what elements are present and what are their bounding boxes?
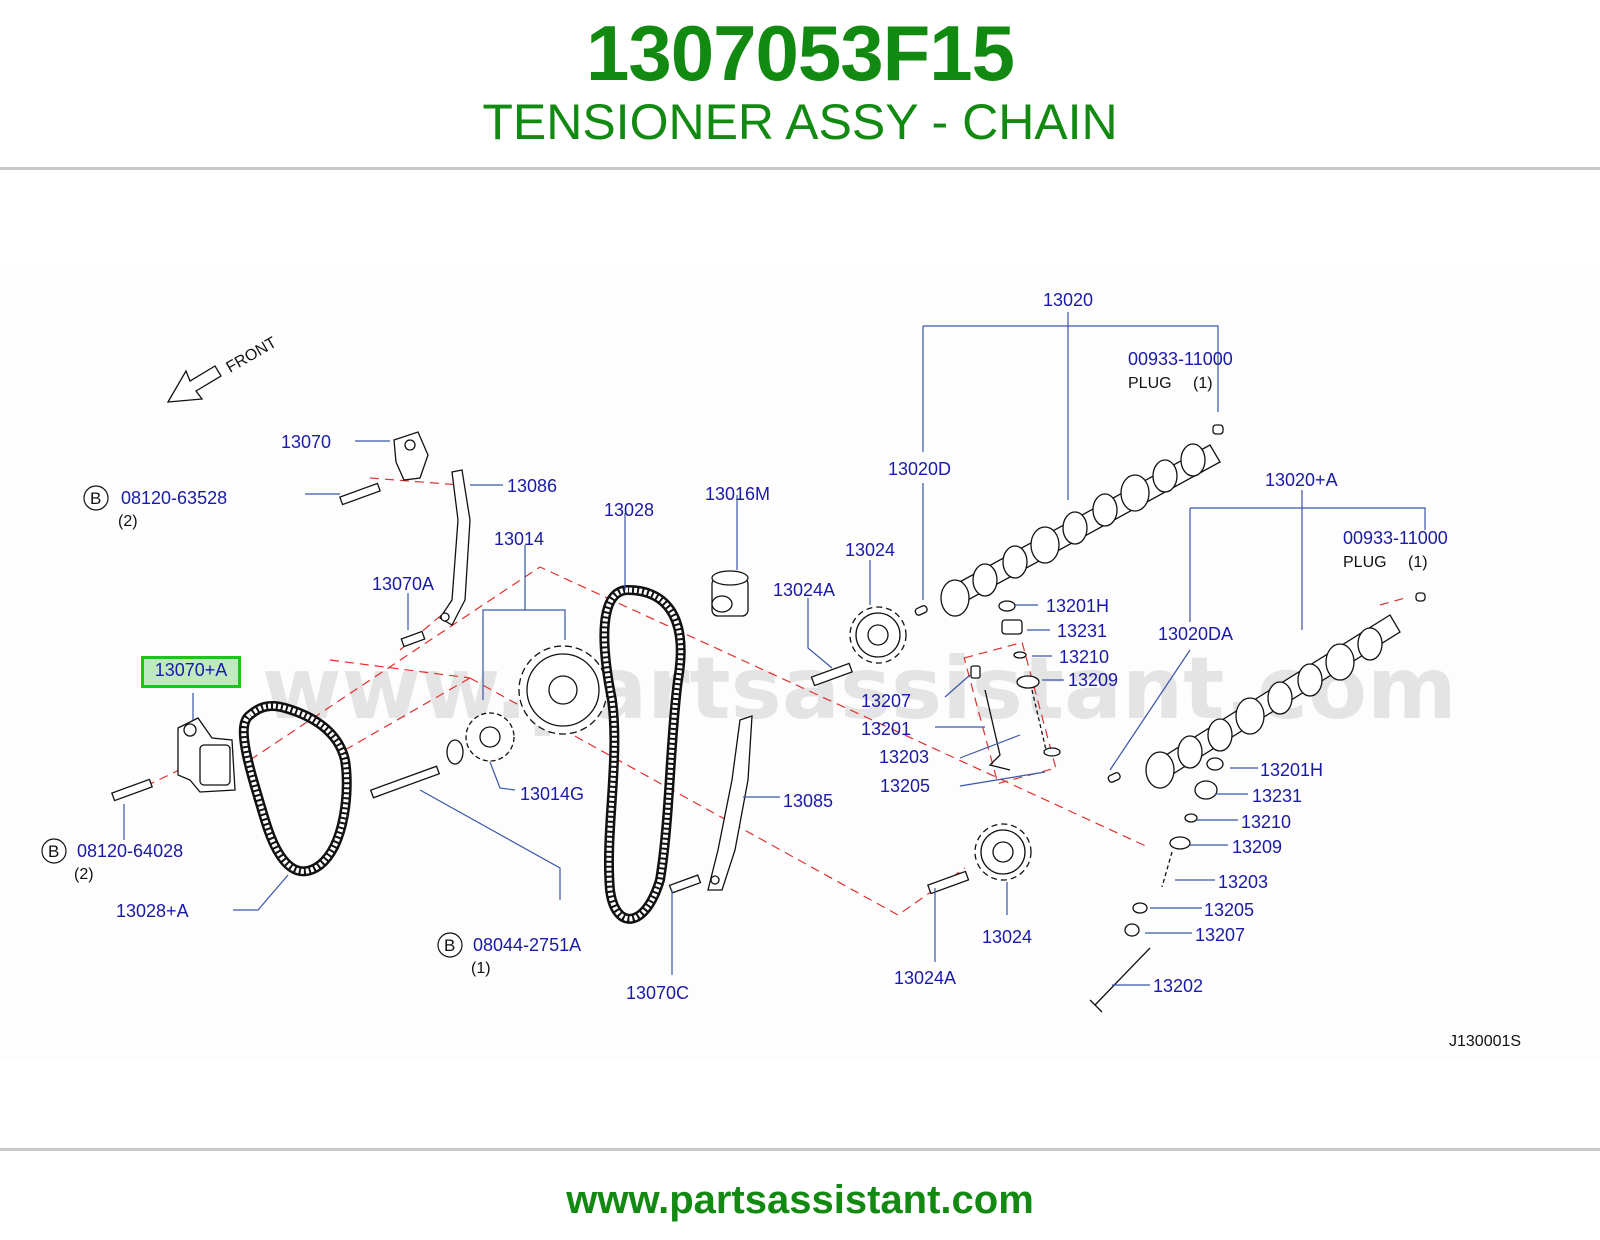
label-13231-b: 13231 xyxy=(1252,786,1302,806)
label-plug-a: PLUG xyxy=(1128,375,1172,392)
camshaft-lower xyxy=(1107,592,1426,789)
camshaft-upper xyxy=(914,424,1224,617)
label-qty-plug-b: (1) xyxy=(1408,554,1428,571)
label-13020plusa: 13020+A xyxy=(1265,470,1338,490)
label-13210-b: 13210 xyxy=(1241,812,1291,832)
bolt-marker-63528: B xyxy=(83,485,109,511)
label-13070: 13070 xyxy=(281,432,331,452)
front-label: FRONT xyxy=(224,334,280,376)
diagram-drawing: www.partsassistant.com FRONT xyxy=(41,290,1521,1050)
label-13020da: 13020DA xyxy=(1158,624,1233,644)
part-number-title: 1307053F15 xyxy=(585,9,1015,97)
bolt-marker-64028: B xyxy=(41,838,67,864)
diagram-reference-code: J130001S xyxy=(1449,1033,1521,1050)
valve-group-lower xyxy=(1089,757,1224,1013)
footer-website-link[interactable]: www.partsassistant.com xyxy=(566,1178,1034,1222)
part-name-subtitle: TENSIONER ASSY - CHAIN xyxy=(482,94,1118,150)
sprocket-13024-lower xyxy=(974,823,1032,881)
label-13201: 13201 xyxy=(861,719,911,739)
label-13210-a: 13210 xyxy=(1059,647,1109,667)
label-13028plusa: 13028+A xyxy=(116,901,189,921)
label-13201h-a: 13201H xyxy=(1046,596,1109,616)
label-13207-b: 13207 xyxy=(1195,925,1245,945)
footer-divider xyxy=(0,1148,1600,1151)
label-13020d: 13020D xyxy=(888,459,951,479)
chain-guide-13085 xyxy=(707,715,753,891)
tensioner-13070a-highlighted xyxy=(177,717,236,793)
label-13070a: 13070A xyxy=(372,574,434,594)
highlighted-part-label[interactable]: 13070+A xyxy=(154,660,228,680)
chain-guide-13086 xyxy=(439,469,471,626)
label-13020: 13020 xyxy=(1043,290,1093,310)
sprocket-13024-upper xyxy=(849,606,907,664)
highlighted-part-box[interactable] xyxy=(141,656,241,688)
label-13202: 13202 xyxy=(1153,976,1203,996)
timing-chain-13028a xyxy=(238,701,352,877)
svg-text:B: B xyxy=(90,489,101,508)
label-13209-a: 13209 xyxy=(1068,670,1118,690)
label-13205-b: 13205 xyxy=(1204,900,1254,920)
label-13205-a: 13205 xyxy=(880,776,930,796)
label-plug-b: PLUG xyxy=(1343,554,1387,571)
label-13203-b: 13203 xyxy=(1218,872,1268,892)
label-13024a-top: 13024A xyxy=(773,580,835,600)
tensioner-13070 xyxy=(393,431,429,481)
label-08120-63528: 08120-63528 xyxy=(121,488,227,508)
label-qty-plug-a: (1) xyxy=(1193,375,1213,392)
svg-text:B: B xyxy=(444,936,455,955)
label-13014g: 13014G xyxy=(520,784,584,804)
label-00933-b: 00933-11000 xyxy=(1343,528,1448,548)
label-08044-2751a: 08044-2751A xyxy=(473,935,581,955)
bolt-marker-08044: B xyxy=(437,932,463,958)
label-13203-a: 13203 xyxy=(879,747,929,767)
bolts xyxy=(111,482,970,895)
label-13086: 13086 xyxy=(507,476,557,496)
label-13201h-b: 13201H xyxy=(1260,760,1323,780)
label-13209-b: 13209 xyxy=(1232,837,1282,857)
label-13016m: 13016M xyxy=(705,484,770,504)
label-13070c: 13070C xyxy=(626,983,689,1003)
front-arrow-icon xyxy=(166,365,222,403)
header-divider xyxy=(0,167,1600,170)
label-qty-08044: (1) xyxy=(471,960,491,977)
label-13231-a: 13231 xyxy=(1057,621,1107,641)
label-13207-a: 13207 xyxy=(861,691,911,711)
bushing-13016m xyxy=(711,570,749,617)
label-qty-64028: (2) xyxy=(74,866,94,883)
label-13024a-bot: 13024A xyxy=(894,968,956,988)
sprocket-13014 xyxy=(518,645,608,735)
parts-diagram: www.partsassistant.com FRONT xyxy=(0,270,1600,1060)
leader-lines xyxy=(123,312,1426,986)
label-13024-top: 13024 xyxy=(845,540,895,560)
label-08120-64028: 08120-64028 xyxy=(77,841,183,861)
label-00933-a: 00933-11000 xyxy=(1128,349,1233,369)
label-13024-bot: 13024 xyxy=(982,927,1032,947)
label-13028: 13028 xyxy=(604,500,654,520)
svg-text:B: B xyxy=(48,842,59,861)
valve-group-upper xyxy=(970,600,1061,771)
timing-chain-13028 xyxy=(599,585,686,924)
label-qty-63528: (2) xyxy=(118,513,138,530)
label-13014: 13014 xyxy=(494,529,544,549)
label-13085: 13085 xyxy=(783,791,833,811)
sprocket-13014g xyxy=(446,712,515,765)
